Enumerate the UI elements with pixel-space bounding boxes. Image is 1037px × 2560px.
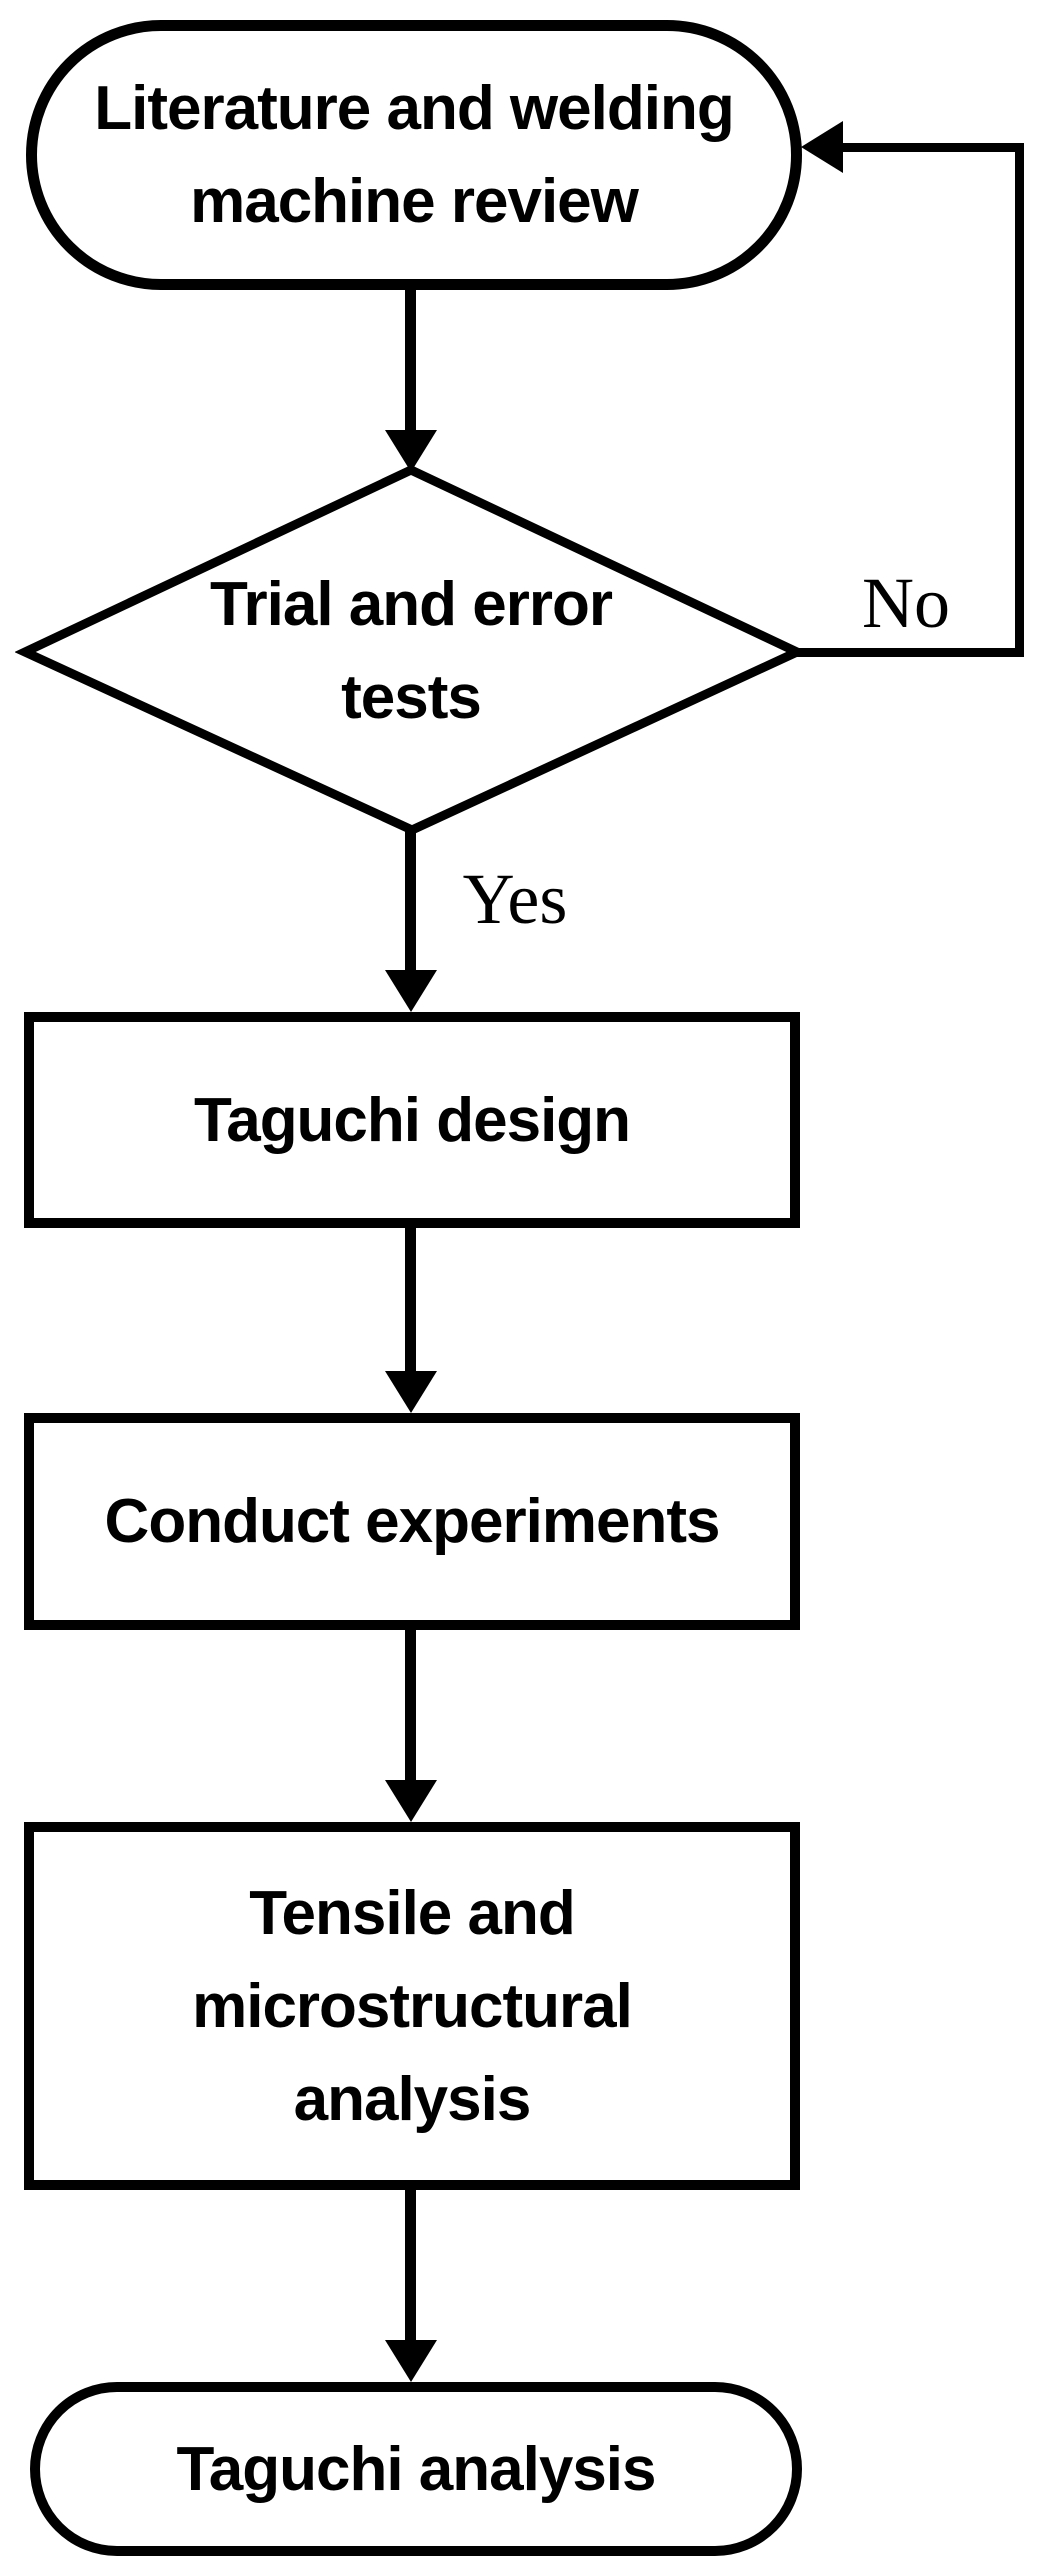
node-taguchi-analysis: Taguchi analysis [30, 2382, 802, 2556]
node-tensile-analysis-label: Tensile and microstructural analysis [192, 1878, 633, 2134]
decision-diamond-shape [15, 465, 807, 835]
edge-label-yes: Yes [462, 859, 568, 939]
node-taguchi-design: Taguchi design [24, 1012, 800, 1228]
node-trial-and-error-label: Trial and error tests [210, 570, 613, 732]
arrow-shaft [405, 1630, 416, 1782]
node-conduct-experiments: Conduct experiments [24, 1413, 800, 1630]
node-literature-review-label: Literature and welding machine review [94, 74, 734, 236]
node-taguchi-design-label: Taguchi design [193, 1085, 631, 1155]
no-loop-line-vertical [1015, 143, 1024, 657]
arrow-down-icon [385, 2340, 437, 2382]
arrow-shaft [405, 830, 416, 972]
arrow-down-icon [385, 430, 437, 472]
no-loop-line-top [843, 143, 1024, 152]
node-taguchi-analysis-label: Taguchi analysis [176, 2434, 656, 2504]
arrow-down-icon [385, 970, 437, 1012]
arrow-down-icon [385, 1780, 437, 1822]
node-literature-review: Literature and welding machine review [26, 20, 802, 290]
node-trial-and-error-label-box: Trial and error tests [15, 462, 807, 840]
arrow-shaft [405, 1228, 416, 1373]
arrow-shaft [405, 290, 416, 432]
arrow-shaft [405, 2190, 416, 2340]
no-loop-line-bottom [797, 648, 1024, 657]
node-tensile-analysis: Tensile and microstructural analysis [24, 1822, 800, 2190]
arrow-left-icon [801, 121, 843, 173]
node-trial-and-error: Trial and error tests [15, 462, 807, 840]
node-conduct-experiments-label: Conduct experiments [104, 1487, 721, 1556]
edge-label-no: No [862, 563, 950, 643]
arrow-down-icon [385, 1371, 437, 1413]
